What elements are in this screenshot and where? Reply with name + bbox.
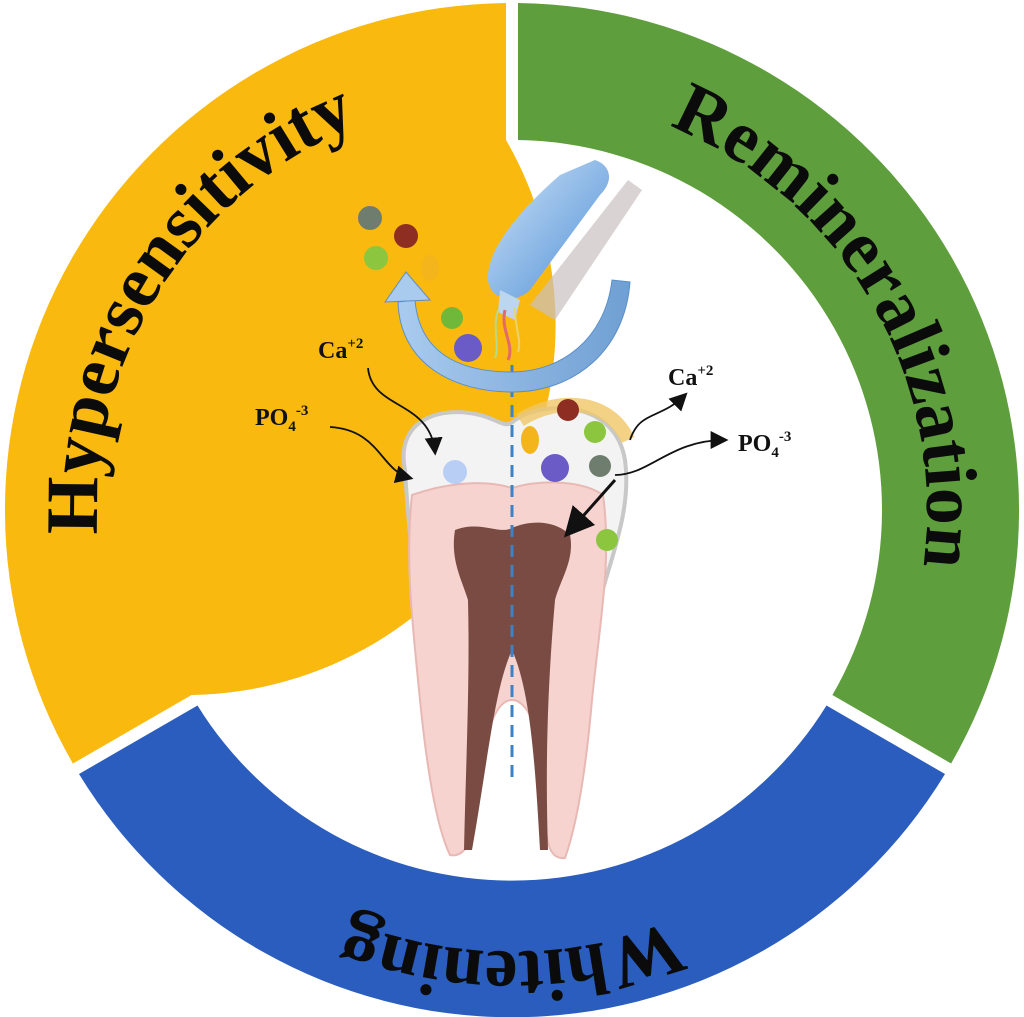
ring-segment-remineralization <box>518 3 1020 764</box>
ion-label-ca-left: Ca+2 <box>318 336 363 364</box>
tooth-illustration <box>401 397 635 860</box>
circular-arrow-icon <box>384 271 631 393</box>
crown-plaque <box>516 397 635 444</box>
tooth-pulp <box>453 522 572 850</box>
ion-label-ca-right: Ca+2 <box>668 363 713 391</box>
ion-label-po4-left: PO4-3 <box>255 403 308 435</box>
ion-label-po4-right: PO4-3 <box>738 429 791 461</box>
toothbrush-icon <box>487 160 642 361</box>
ring-segment-whitening <box>79 705 945 1017</box>
bacteria-icons <box>358 206 618 551</box>
ion-arrows <box>329 367 729 538</box>
